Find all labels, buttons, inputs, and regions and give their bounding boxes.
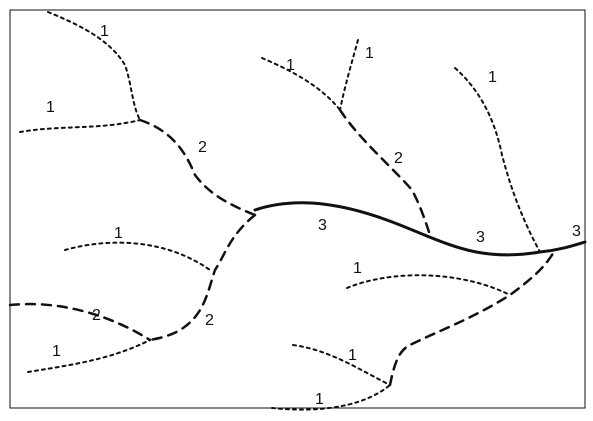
label-order-1-a: 1 xyxy=(100,23,109,40)
order-2-stream-d xyxy=(148,213,257,342)
stream-segments xyxy=(8,11,587,411)
order-1-stream-i xyxy=(292,344,391,386)
order-1-stream-h xyxy=(346,274,511,296)
order-2-stream-b xyxy=(338,108,432,237)
order-2-stream-d-lower xyxy=(388,248,557,387)
label-order-1-h: 1 xyxy=(353,260,362,277)
label-order-3-b: 3 xyxy=(476,229,485,246)
diagram-frame xyxy=(9,9,586,409)
label-order-1-j: 1 xyxy=(315,391,324,408)
order-2-stream-c xyxy=(8,302,152,342)
label-order-3-a: 3 xyxy=(318,217,327,234)
order-1-stream-d xyxy=(339,39,359,111)
order-3-main-stream xyxy=(253,201,587,257)
label-order-1-g: 1 xyxy=(52,343,61,360)
order-1-stream-j xyxy=(271,384,391,411)
order-1-stream-f xyxy=(64,241,211,271)
label-order-2-b: 2 xyxy=(394,150,403,167)
label-order-1-d: 1 xyxy=(365,45,374,62)
label-order-3-c: 3 xyxy=(572,223,581,240)
order-1-stream-a xyxy=(47,11,141,121)
label-order-2-d: 2 xyxy=(205,312,214,329)
label-order-2-a: 2 xyxy=(198,139,207,156)
order-1-stream-e xyxy=(454,67,541,253)
label-order-1-i: 1 xyxy=(348,347,357,364)
label-order-2-c: 2 xyxy=(92,307,101,324)
order-1-stream-g xyxy=(27,339,151,373)
order-1-stream-c xyxy=(261,57,341,111)
label-order-1-c: 1 xyxy=(286,57,295,74)
order-1-stream-b xyxy=(19,119,141,133)
order-2-stream-a xyxy=(138,118,257,217)
label-order-1-f: 1 xyxy=(114,225,123,242)
label-order-1-e: 1 xyxy=(488,69,497,86)
label-order-1-b: 1 xyxy=(46,99,55,116)
order-labels: 1 1 2 1 1 2 1 1 2 1 1 1 1 2 3 3 3 xyxy=(46,23,581,408)
